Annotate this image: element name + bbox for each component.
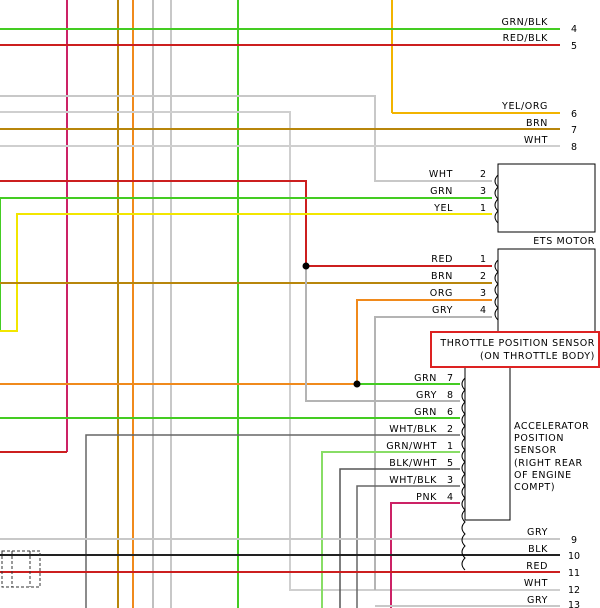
wire-orange-tps [0,299,492,385]
wire-number: 4 [571,24,577,35]
wire-label: YEL/ORG [501,101,548,112]
pin-wire-label: GRN/WHT [386,441,437,452]
pin-number: 1 [447,441,453,452]
wire-number: 10 [568,551,580,562]
tps-box [497,248,596,334]
wire-red-main [0,180,492,267]
pin-number: 6 [447,407,453,418]
wire-number: 11 [568,568,580,579]
pin-wire-label: WHT/BLK [389,424,437,435]
pin-number: 3 [480,288,486,299]
tps-highlight-box [430,331,600,368]
wire-label: BLK [528,544,548,555]
pin-wire-label: WHT/BLK [389,475,437,486]
pin-wire-label: GRN [414,373,437,384]
wire-label: BRN [526,118,548,129]
pin-number: 2 [480,169,486,180]
wire-number: 12 [568,585,580,596]
aps-pin-labels: GRN 7 GRY 8 GRN 6 WHT/BLK 2 GRN/WHT 1 BL… [386,373,453,503]
pin-number: 3 [447,475,453,486]
splice-dot-orange [353,380,361,388]
wires [0,0,560,608]
wire-number: 8 [571,142,577,153]
wire-number: 6 [571,109,577,120]
wire-number: 5 [571,41,577,52]
pin-number: 5 [447,458,453,469]
wire-wht-blk-aps-2 [85,434,460,608]
tps-title-line1: THROTTLE POSITION SENSOR [439,338,595,349]
ets-motor-labels: WHT 2 GRN 3 YEL 1 ETS MOTOR [429,169,595,247]
wire-label: GRY [527,527,548,538]
tps-title-line2: (ON THROTTLE BODY) [480,351,595,362]
pin-wire-label: YEL [433,203,453,214]
wire-label: RED/BLK [503,33,549,44]
aps-box [464,365,511,521]
splice-dot-red [302,262,310,270]
wire-green-ets [0,197,492,331]
wire-number: 9 [571,535,577,546]
aps-title: ACCELERATOR POSITION SENSOR (RIGHT REAR … [514,421,589,493]
pin-number: 8 [447,390,453,401]
pin-wire-label: BLK/WHT [389,458,437,469]
wire-label: GRN/BLK [501,17,548,28]
wire-label: GRY [527,595,548,606]
pin-wire-label: GRN [430,186,453,197]
pin-number: 4 [480,305,486,316]
aps-title-line: SENSOR [514,445,557,456]
pin-number: 2 [447,424,453,435]
pin-number: 1 [480,254,486,265]
pin-wire-label: GRY [416,390,437,401]
top-wire-labels: GRN/BLK 4 RED/BLK 5 YEL/ORG 6 BRN 7 WHT … [501,17,577,153]
wire-wht-blk-aps-3 [356,485,460,608]
aps-title-line: (RIGHT REAR [514,458,583,469]
aps-title-line: OF ENGINE [514,470,572,481]
pin-wire-label: GRN [414,407,437,418]
dashed-connector [1,550,41,588]
wire-label: RED [526,561,548,572]
wire-gray-aps-8 [305,266,460,402]
pin-wire-label: ORG [430,288,453,299]
ets-motor-name: ETS MOTOR [533,236,595,247]
tps-labels: RED 1 BRN 2 ORG 3 GRY 4 [430,254,486,316]
pin-wire-label: GRY [432,305,453,316]
pin-number: 7 [447,373,453,384]
ets-motor-box [497,163,596,233]
aps-title-line: ACCELERATOR [514,421,589,432]
bottom-wire-labels: GRY 9 BLK 10 RED 11 WHT 12 GRY 13 [524,527,580,608]
wire-blk-wht-aps-5 [339,468,460,608]
wire-gray-to-ets [0,95,492,182]
wire-white-112 [0,111,560,591]
pin-wire-label: WHT [429,169,453,180]
pin-number: 2 [480,271,486,282]
wire-label: WHT [524,578,548,589]
aps-title-line: POSITION [514,433,564,444]
wire-yellow-ets [0,213,492,332]
pin-number: 3 [480,186,486,197]
pin-wire-label: RED [431,254,453,265]
pin-number: 1 [480,203,486,214]
pin-wire-label: PNK [416,492,437,503]
wire-number: 7 [571,125,577,136]
pin-wire-label: BRN [431,271,453,282]
pin-number: 4 [447,492,453,503]
aps-title-line: COMPT) [514,482,555,493]
wire-number: 13 [568,600,580,608]
pin-brackets [461,174,499,571]
wire-label: WHT [524,135,548,146]
wire-gray-tps [374,316,492,590]
